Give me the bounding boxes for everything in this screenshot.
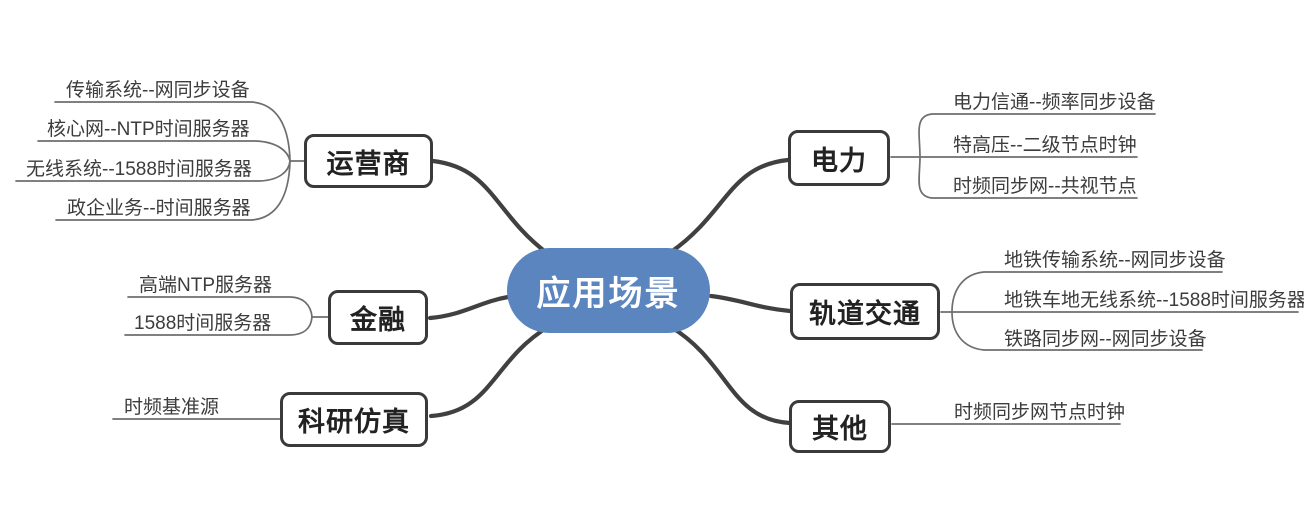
branch-node-finance[interactable]: 金融 bbox=[328, 290, 428, 345]
leaf-label[interactable]: 地铁传输系统--网同步设备 bbox=[1004, 250, 1226, 271]
branch-node-research[interactable]: 科研仿真 bbox=[280, 392, 428, 447]
leaf-label[interactable]: 传输系统--网同步设备 bbox=[66, 80, 250, 101]
leaf-connectors bbox=[15, 101, 1299, 425]
branch-node-power[interactable]: 电力 bbox=[788, 130, 890, 186]
branch-node-operators[interactable]: 运营商 bbox=[304, 134, 433, 188]
leaf-label[interactable]: 高端NTP服务器 bbox=[139, 275, 273, 296]
leaf-label[interactable]: 地铁车地无线系统--1588时间服务器 bbox=[1004, 290, 1304, 311]
leaf-label[interactable]: 时频同步网节点时钟 bbox=[954, 402, 1126, 423]
leaf-label[interactable]: 时频同步网--共视节点 bbox=[953, 176, 1137, 197]
branch-node-other[interactable]: 其他 bbox=[789, 400, 891, 453]
leaf-label[interactable]: 政企业务--时间服务器 bbox=[67, 198, 251, 219]
branch-node-rail[interactable]: 轨道交通 bbox=[790, 283, 940, 340]
leaf-label[interactable]: 时频基准源 bbox=[124, 397, 220, 418]
leaf-label[interactable]: 铁路同步网--网同步设备 bbox=[1004, 329, 1207, 350]
leaf-label[interactable]: 电力信通--频率同步设备 bbox=[953, 92, 1156, 113]
leaf-label[interactable]: 1588时间服务器 bbox=[134, 313, 272, 334]
branch-connectors bbox=[427, 157, 793, 426]
leaf-label[interactable]: 核心网--NTP时间服务器 bbox=[47, 119, 250, 140]
leaf-label[interactable]: 无线系统--1588时间服务器 bbox=[26, 159, 252, 180]
leaf-label[interactable]: 特高压--二级节点时钟 bbox=[953, 135, 1137, 156]
central-topic[interactable]: 应用场景 bbox=[507, 248, 710, 333]
